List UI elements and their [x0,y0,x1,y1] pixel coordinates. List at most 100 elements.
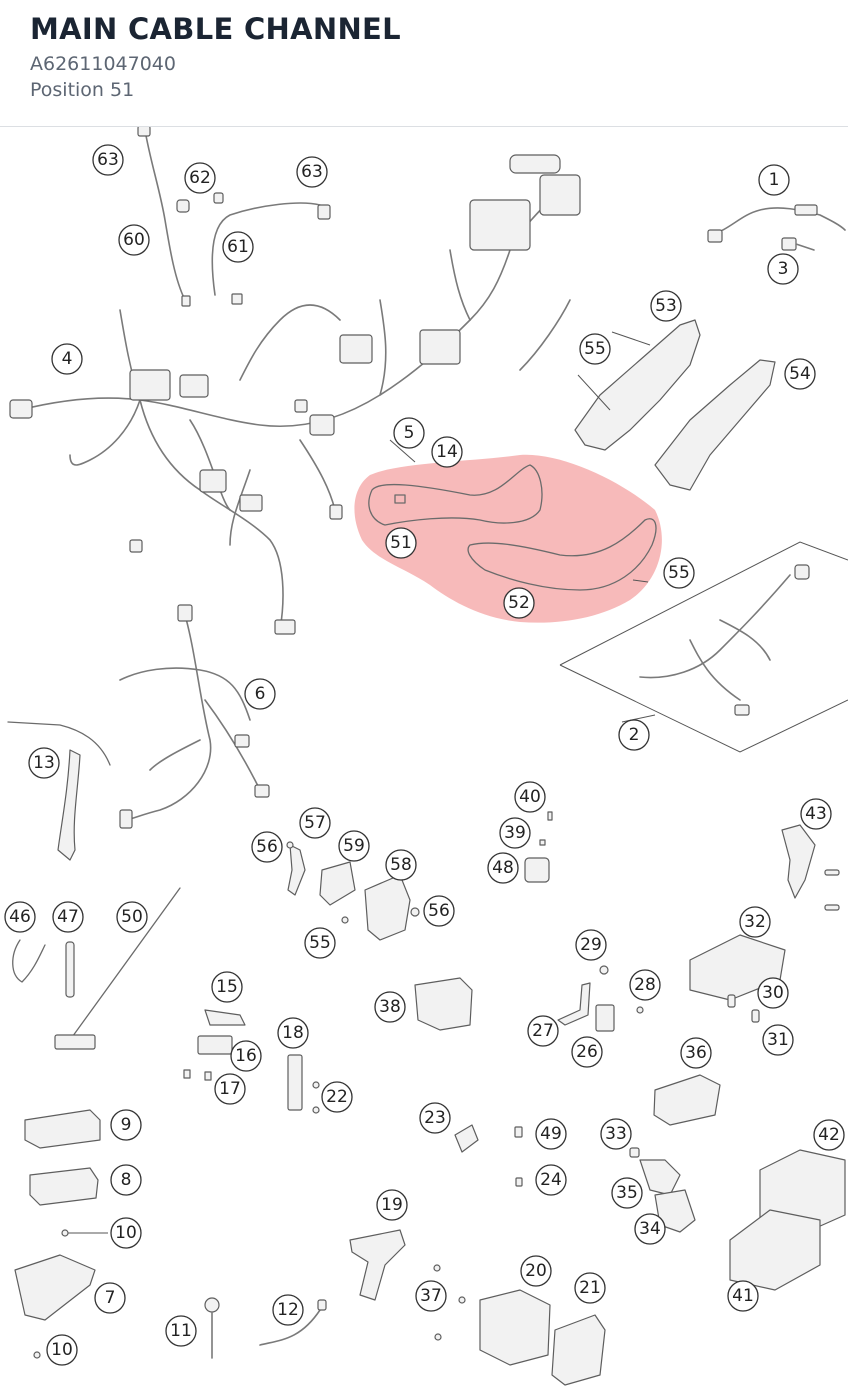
callout-39[interactable]: 39 [499,817,531,849]
main-wiring-harness [9,154,581,635]
svg-text:30: 30 [762,983,784,1003]
callout-54[interactable]: 54 [784,358,816,390]
callout-58[interactable]: 58 [385,849,417,881]
callout-5[interactable]: 5 [393,417,425,449]
svg-text:59: 59 [343,836,365,856]
callout-31[interactable]: 31 [762,1024,794,1056]
callout-35[interactable]: 35 [611,1177,643,1209]
callout-29[interactable]: 29 [575,929,607,961]
svg-text:56: 56 [256,837,278,857]
svg-text:42: 42 [818,1125,840,1145]
callout-55[interactable]: 55 [663,557,695,589]
callout-60[interactable]: 60 [118,224,150,256]
callout-23[interactable]: 23 [419,1102,451,1134]
callout-10[interactable]: 10 [46,1334,78,1366]
highlight-region[interactable] [354,454,662,623]
callout-1[interactable]: 1 [758,164,790,196]
callout-48[interactable]: 48 [487,852,519,884]
svg-text:11: 11 [170,1321,192,1341]
parts-7-12 [14,1109,327,1359]
callout-21[interactable]: 21 [574,1272,606,1304]
callout-53[interactable]: 53 [650,290,682,322]
callout-28[interactable]: 28 [629,969,661,1001]
svg-text:10: 10 [51,1340,73,1360]
callout-51[interactable]: 51 [385,527,417,559]
part-number: A62611047040 [30,53,176,75]
callout-6[interactable]: 6 [244,678,276,710]
callout-61[interactable]: 61 [222,231,254,263]
callout-59[interactable]: 59 [338,830,370,862]
callout-9[interactable]: 9 [110,1109,142,1141]
callout-47[interactable]: 47 [52,901,84,933]
svg-text:2: 2 [629,725,640,745]
callout-49[interactable]: 49 [535,1118,567,1150]
part-13 [7,721,111,861]
svg-text:38: 38 [379,997,401,1017]
callout-8[interactable]: 8 [110,1164,142,1196]
callout-43[interactable]: 43 [800,798,832,830]
callout-22[interactable]: 22 [321,1081,353,1113]
callout-19[interactable]: 19 [376,1189,408,1221]
callout-33[interactable]: 33 [600,1118,632,1150]
callout-34[interactable]: 34 [634,1213,666,1245]
callout-63[interactable]: 63 [92,144,124,176]
svg-text:29: 29 [580,935,602,955]
callout-14[interactable]: 14 [431,436,463,468]
callout-18[interactable]: 18 [277,1017,309,1049]
svg-text:54: 54 [789,364,811,384]
callout-26[interactable]: 26 [571,1036,603,1068]
callout-3[interactable]: 3 [767,253,799,285]
callout-37[interactable]: 37 [415,1280,447,1312]
callout-62[interactable]: 62 [184,162,216,194]
svg-text:60: 60 [123,230,145,250]
callout-20[interactable]: 20 [520,1255,552,1287]
parts-19-24 [349,1124,606,1386]
callout-56[interactable]: 56 [251,831,283,863]
callout-41[interactable]: 41 [727,1280,759,1312]
callout-50[interactable]: 50 [116,901,148,933]
callout-55[interactable]: 55 [304,927,336,959]
svg-text:19: 19 [381,1195,403,1215]
callout-16[interactable]: 16 [230,1040,262,1072]
callout-30[interactable]: 30 [757,977,789,1009]
callout-24[interactable]: 24 [535,1164,567,1196]
callout-2[interactable]: 2 [618,719,650,751]
callout-38[interactable]: 38 [374,991,406,1023]
callout-56[interactable]: 56 [423,895,455,927]
svg-text:23: 23 [424,1108,446,1128]
callout-12[interactable]: 12 [272,1294,304,1326]
callout-32[interactable]: 32 [739,906,771,938]
svg-text:14: 14 [436,442,458,462]
svg-text:47: 47 [57,907,79,927]
harness-6 [119,604,270,829]
svg-text:50: 50 [121,907,143,927]
svg-text:32: 32 [744,912,766,932]
callout-11[interactable]: 11 [165,1315,197,1347]
callout-40[interactable]: 40 [514,781,546,813]
callout-27[interactable]: 27 [527,1015,559,1047]
callout-7[interactable]: 7 [94,1282,126,1314]
svg-text:6: 6 [255,684,266,704]
svg-text:53: 53 [655,296,677,316]
parts-15-38 [183,965,644,1114]
svg-text:20: 20 [525,1261,547,1281]
callout-46[interactable]: 46 [4,901,36,933]
callout-4[interactable]: 4 [51,343,83,375]
callout-36[interactable]: 36 [680,1037,712,1069]
svg-text:37: 37 [420,1286,442,1306]
callout-13[interactable]: 13 [28,747,60,779]
callout-52[interactable]: 52 [503,587,535,619]
callout-17[interactable]: 17 [214,1073,246,1105]
callout-57[interactable]: 57 [299,807,331,839]
svg-text:12: 12 [277,1300,299,1320]
svg-text:16: 16 [235,1046,257,1066]
svg-text:34: 34 [639,1219,661,1239]
svg-text:61: 61 [227,237,249,257]
callout-10[interactable]: 10 [110,1217,142,1249]
callout-63[interactable]: 63 [296,156,328,188]
cables-60-63 [137,127,331,307]
callout-15[interactable]: 15 [211,971,243,1003]
callout-55[interactable]: 55 [579,333,611,365]
callout-42[interactable]: 42 [813,1119,845,1151]
svg-text:7: 7 [105,1288,116,1308]
